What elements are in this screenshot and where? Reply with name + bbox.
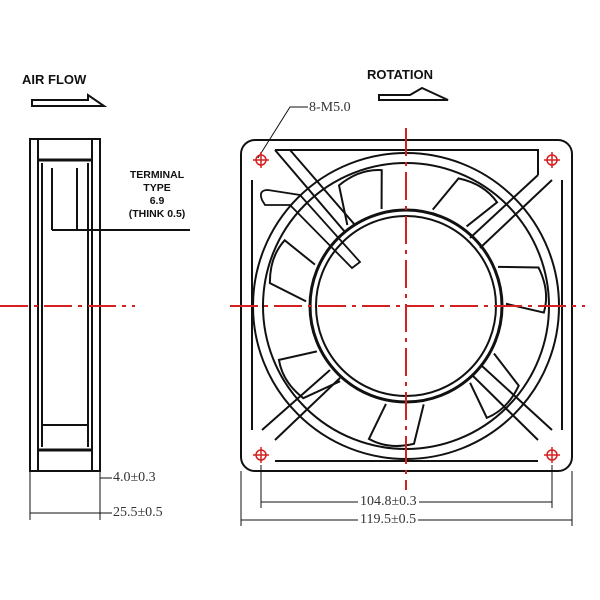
- air-flow-arrow-icon: [31, 93, 108, 107]
- terminal-line: TYPE: [143, 182, 171, 194]
- fan-blade: [469, 352, 520, 420]
- mounting-hole-icon: [544, 152, 560, 168]
- terminal-line: TERMINAL: [129, 169, 185, 181]
- rotation-arrow-icon: [378, 86, 449, 101]
- terminal-line: 6.9: [149, 195, 165, 207]
- fan-blade: [277, 350, 341, 400]
- mounting-hole-icon: [544, 447, 560, 463]
- side-view: [29, 138, 190, 520]
- frame-lip-dimension: 4.0±0.3: [113, 470, 156, 486]
- fan-blade: [431, 177, 499, 228]
- mounting-hole-icon: [253, 447, 269, 463]
- hole-spacing-dimension: 104.8±0.3: [358, 494, 419, 510]
- depth-dimension: 25.5±0.5: [113, 505, 163, 521]
- mounting-hole-icon: [253, 152, 269, 168]
- fan-blade: [497, 265, 548, 314]
- fan-blade: [268, 238, 316, 303]
- fan-blade: [337, 169, 383, 226]
- overall-dimension: 119.5±0.5: [358, 512, 419, 528]
- terminal-note: TERMINAL TYPE 6.9 (THINK 0.5): [112, 169, 202, 221]
- rotation-label: ROTATION: [367, 67, 433, 82]
- screw-label: 8-M5.0: [309, 100, 351, 115]
- fan-blade: [367, 403, 425, 447]
- centerlines: [0, 128, 585, 490]
- air-flow-label: AIR FLOW: [22, 72, 87, 87]
- terminal-line: (THINK 0.5): [128, 208, 186, 220]
